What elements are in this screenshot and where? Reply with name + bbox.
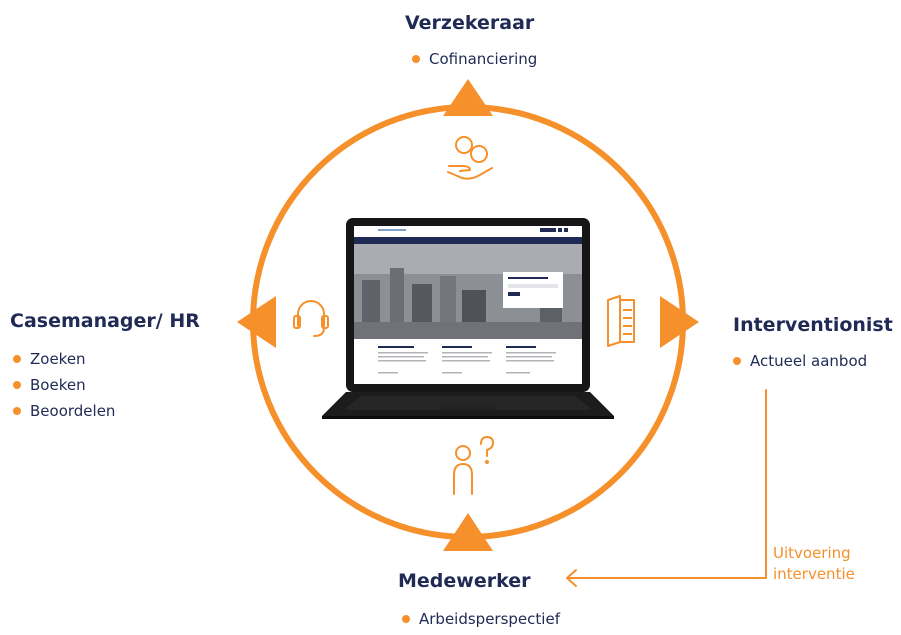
laptop-icon — [322, 218, 614, 419]
list-item: Zoeken — [13, 346, 115, 372]
flow-label-line-1: Uitvoering — [773, 544, 851, 562]
headset-icon — [293, 300, 329, 337]
role-title-medewerker: Medewerker — [398, 570, 531, 592]
list-item: Actueel aanbod — [733, 348, 867, 374]
arrow-right — [660, 296, 699, 348]
role-title-verzekeraar: Verzekeraar — [405, 12, 535, 34]
arrow-left — [237, 296, 276, 348]
flow-arrow — [566, 389, 767, 587]
flow-label-line-2: interventie — [773, 565, 855, 583]
list-item: Beoordelen — [13, 398, 115, 424]
list-item: Boeken — [13, 372, 115, 398]
arrow-up-top — [443, 79, 493, 116]
list-item: Cofinanciering — [412, 46, 537, 72]
role-list-interventionist: Actueel aanbod — [733, 348, 867, 374]
role-title-interventionist: Interventionist — [733, 314, 893, 336]
flow-label: Uitvoering interventie — [773, 543, 855, 585]
list-item: Arbeidsperspectief — [402, 606, 560, 632]
arrow-up-bottom — [443, 513, 493, 551]
role-list-casemanager: Zoeken Boeken Beoordelen — [13, 346, 115, 424]
role-list-medewerker: Arbeidsperspectief — [402, 606, 560, 632]
hand-coins-icon — [447, 136, 493, 180]
role-list-verzekeraar: Cofinanciering — [412, 46, 537, 72]
person-question-icon — [453, 436, 494, 495]
document-icon — [607, 295, 635, 347]
role-title-casemanager: Casemanager/ HR — [10, 310, 200, 332]
